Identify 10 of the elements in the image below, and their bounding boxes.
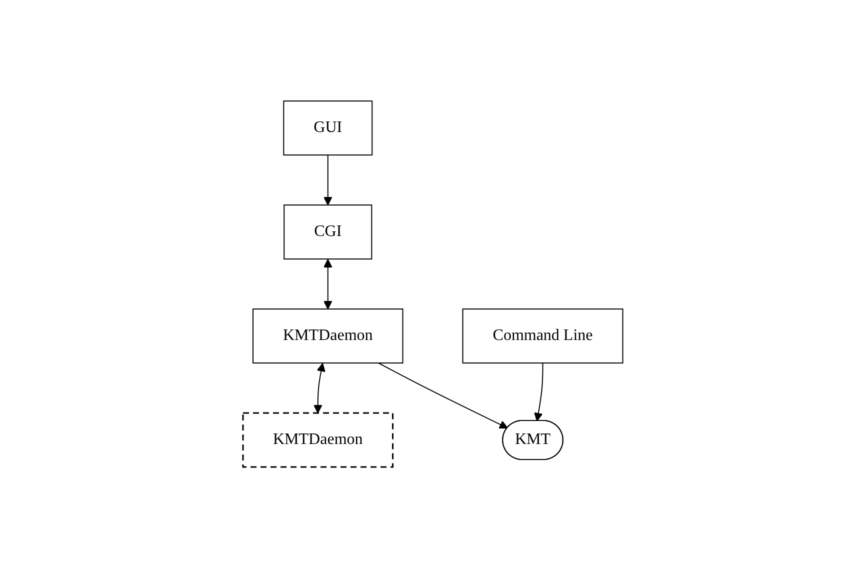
node-box: KMTDaemon (252, 308, 403, 363)
node-box: KMTDaemon (242, 412, 394, 468)
arrow (313, 362, 326, 413)
arrow (323, 258, 332, 309)
arrow (378, 362, 508, 428)
arrow (534, 362, 543, 421)
node-box: GUI (282, 100, 372, 155)
node-box: CGI (283, 204, 372, 259)
arrow (323, 154, 332, 205)
node-box: Command Line (462, 308, 623, 363)
